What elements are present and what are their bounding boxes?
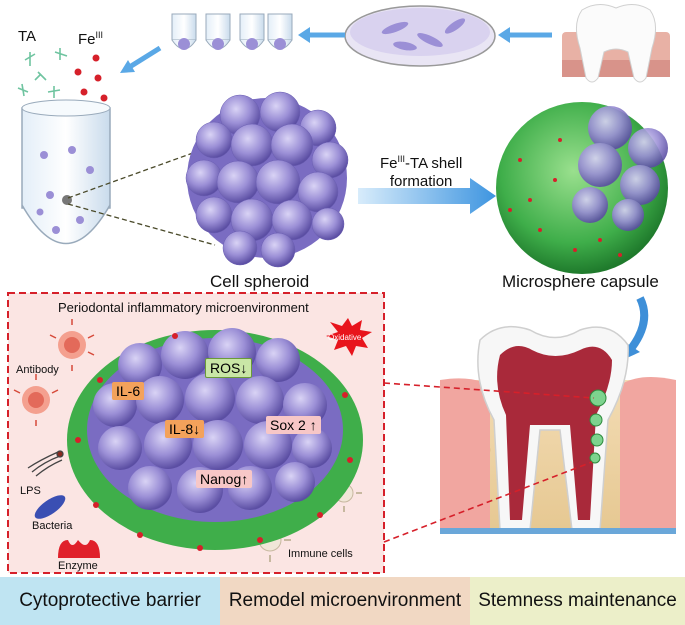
arrow-tubes-to-main-tube: [126, 45, 162, 71]
nanog-text: Nanog: [200, 471, 242, 487]
band-cytoprotective: Cytoprotective barrier: [0, 577, 220, 625]
sox2-text: Sox 2: [270, 417, 306, 433]
top-tooth-icon: [562, 4, 670, 83]
immune-cells-label: Immune cells: [288, 548, 353, 560]
shell-line2-text: formation: [389, 173, 453, 190]
zoom-line-panel-bottom: [383, 461, 593, 543]
nanog-marker: Nanog↑: [196, 470, 253, 488]
cell-spheroid-graphic: [185, 91, 349, 268]
zoom-line-top: [67, 144, 216, 199]
fe-ion-icons: [74, 54, 108, 102]
shell-suffix-text: -TA shell: [405, 155, 463, 172]
enzyme-icon: [58, 540, 100, 558]
microsphere-capsule-label: Microsphere capsule: [502, 272, 659, 291]
lps-icon: [27, 450, 64, 477]
shell-fe-text: Fe: [380, 155, 398, 172]
ta-text: TA: [18, 28, 37, 45]
ta-molecule-icons: [17, 48, 68, 98]
shell-formation-label: FeIII-TA shell formation: [380, 150, 462, 191]
oxidative-burst-icon: [326, 318, 372, 356]
il8-marker: IL-8↓: [165, 420, 205, 438]
fe-text: Fe: [78, 31, 96, 48]
petri-dish-icon: [344, 5, 496, 67]
cell-spheroid-label: Cell spheroid: [210, 272, 310, 291]
zoom-line-panel-top: [383, 382, 595, 399]
bacteria-icon: [34, 495, 66, 519]
antibody-label: Antibody: [16, 364, 59, 376]
il8-text: IL-8: [169, 421, 194, 437]
zoom-line-bottom: [67, 203, 216, 246]
fe-label: FeIII: [78, 30, 103, 48]
shell-fe-superscript: III: [397, 154, 406, 164]
band-remodel: Remodel microenvironment: [220, 577, 470, 625]
bacteria-label: Bacteria: [32, 520, 73, 532]
ros-marker: ROS↓: [205, 358, 253, 378]
sox2-marker: Sox 2 ↑: [266, 416, 321, 434]
band-stemness: Stemness maintenance: [470, 577, 685, 625]
enzyme-label: Enzyme: [58, 560, 98, 572]
panel-title: Periodontal inflammatory microenvironmen…: [58, 300, 309, 315]
shell-formation-arrow: [358, 178, 496, 214]
lps-label: LPS: [20, 485, 41, 497]
main-tube-icon: [21, 99, 111, 245]
oxidative-label: Oxidative: [328, 333, 362, 342]
il6-marker: IL-6: [112, 382, 145, 400]
tubes-row-icon: [171, 13, 293, 50]
antibody-icon: [13, 319, 95, 426]
il6-text: IL-6: [116, 383, 141, 399]
ta-label: TA: [18, 28, 36, 45]
fe-superscript: III: [95, 30, 104, 40]
ros-text: ROS: [210, 360, 241, 376]
arrow-capsule-to-tooth: [626, 296, 649, 353]
microsphere-capsule-graphic: [496, 102, 668, 274]
periodontal-tooth-icon: [440, 325, 676, 534]
